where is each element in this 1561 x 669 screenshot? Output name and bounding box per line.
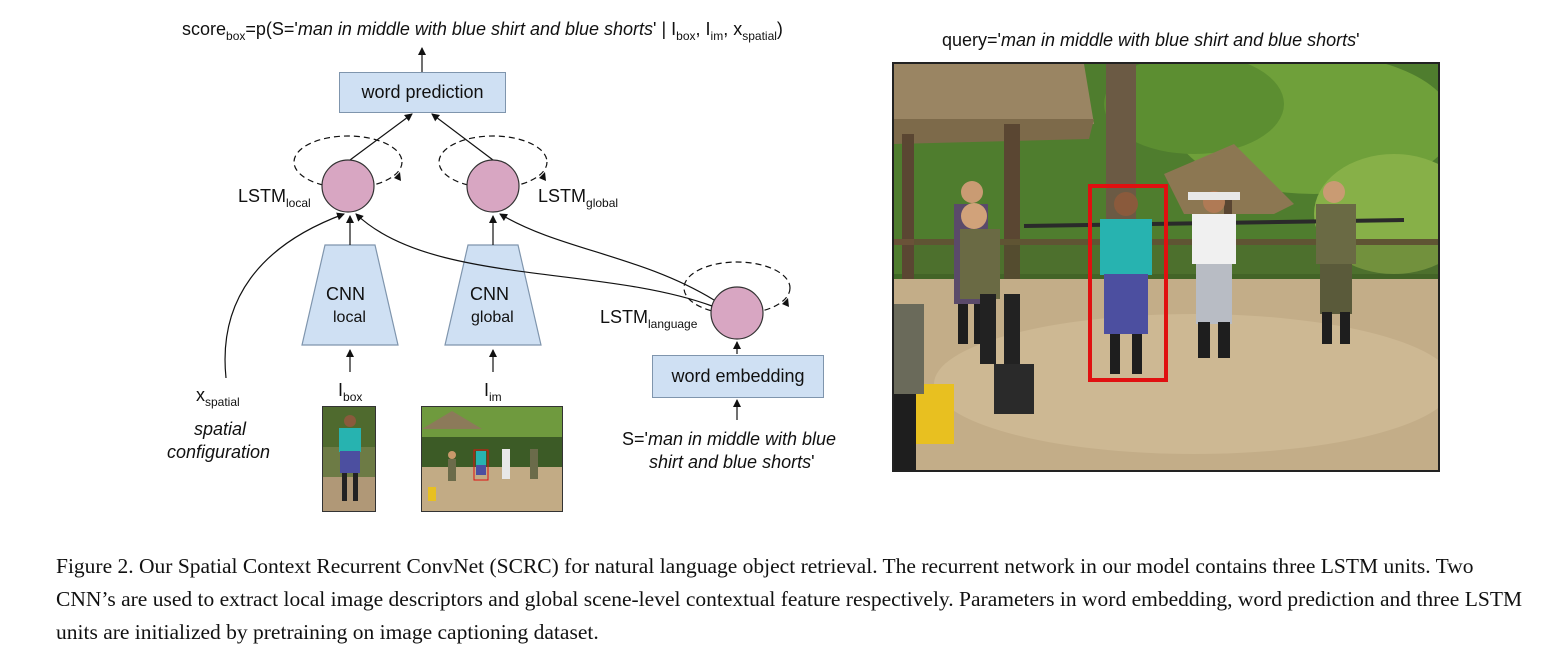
lstm-local-label: LSTMlocal xyxy=(238,186,311,210)
cnn-global-subtitle: global xyxy=(471,309,514,326)
box-crop-thumbnail xyxy=(322,406,376,512)
spatial-configuration-line1: spatial xyxy=(194,419,247,439)
word-prediction-block: word prediction xyxy=(339,72,506,113)
word-embedding-block: word embedding xyxy=(652,355,824,398)
x-spatial-label: xspatial xyxy=(196,385,240,409)
box-crop-image xyxy=(323,407,375,511)
lstm-local-unit xyxy=(321,159,375,213)
cnn-global-block xyxy=(444,244,542,346)
query-photo-scene xyxy=(894,64,1438,470)
lstm-language-unit xyxy=(710,286,764,340)
sentence-line2: shirt and blue shorts' xyxy=(649,452,815,472)
target-bounding-box xyxy=(1088,184,1168,382)
i-box-label: Ibox xyxy=(338,380,363,404)
lstm-global-unit xyxy=(466,159,520,213)
cnn-local-subtitle: local xyxy=(333,309,366,326)
cnn-global-title: CNN xyxy=(470,284,509,304)
cnn-local-block xyxy=(301,244,399,346)
spatial-configuration-line2: configuration xyxy=(167,442,271,462)
i-im-label: Iim xyxy=(484,380,502,404)
figure-caption: Figure 2. Our Spatial Context Recurrent … xyxy=(56,554,1523,644)
lstm-language-label: LSTMlanguage xyxy=(600,307,698,331)
score-formula: scorebox=p(S='man in middle with blue sh… xyxy=(182,19,783,43)
query-photo xyxy=(892,62,1440,472)
cnn-local-title: CNN xyxy=(326,284,365,304)
full-image-scene xyxy=(422,407,562,511)
query-label: query='man in middle with blue shirt and… xyxy=(942,30,1360,50)
lstm-global-label: LSTMglobal xyxy=(538,186,619,210)
diagram-connectors xyxy=(224,47,791,420)
sentence-line1: S='man in middle with blue xyxy=(622,429,837,449)
full-image-thumbnail xyxy=(421,406,563,512)
